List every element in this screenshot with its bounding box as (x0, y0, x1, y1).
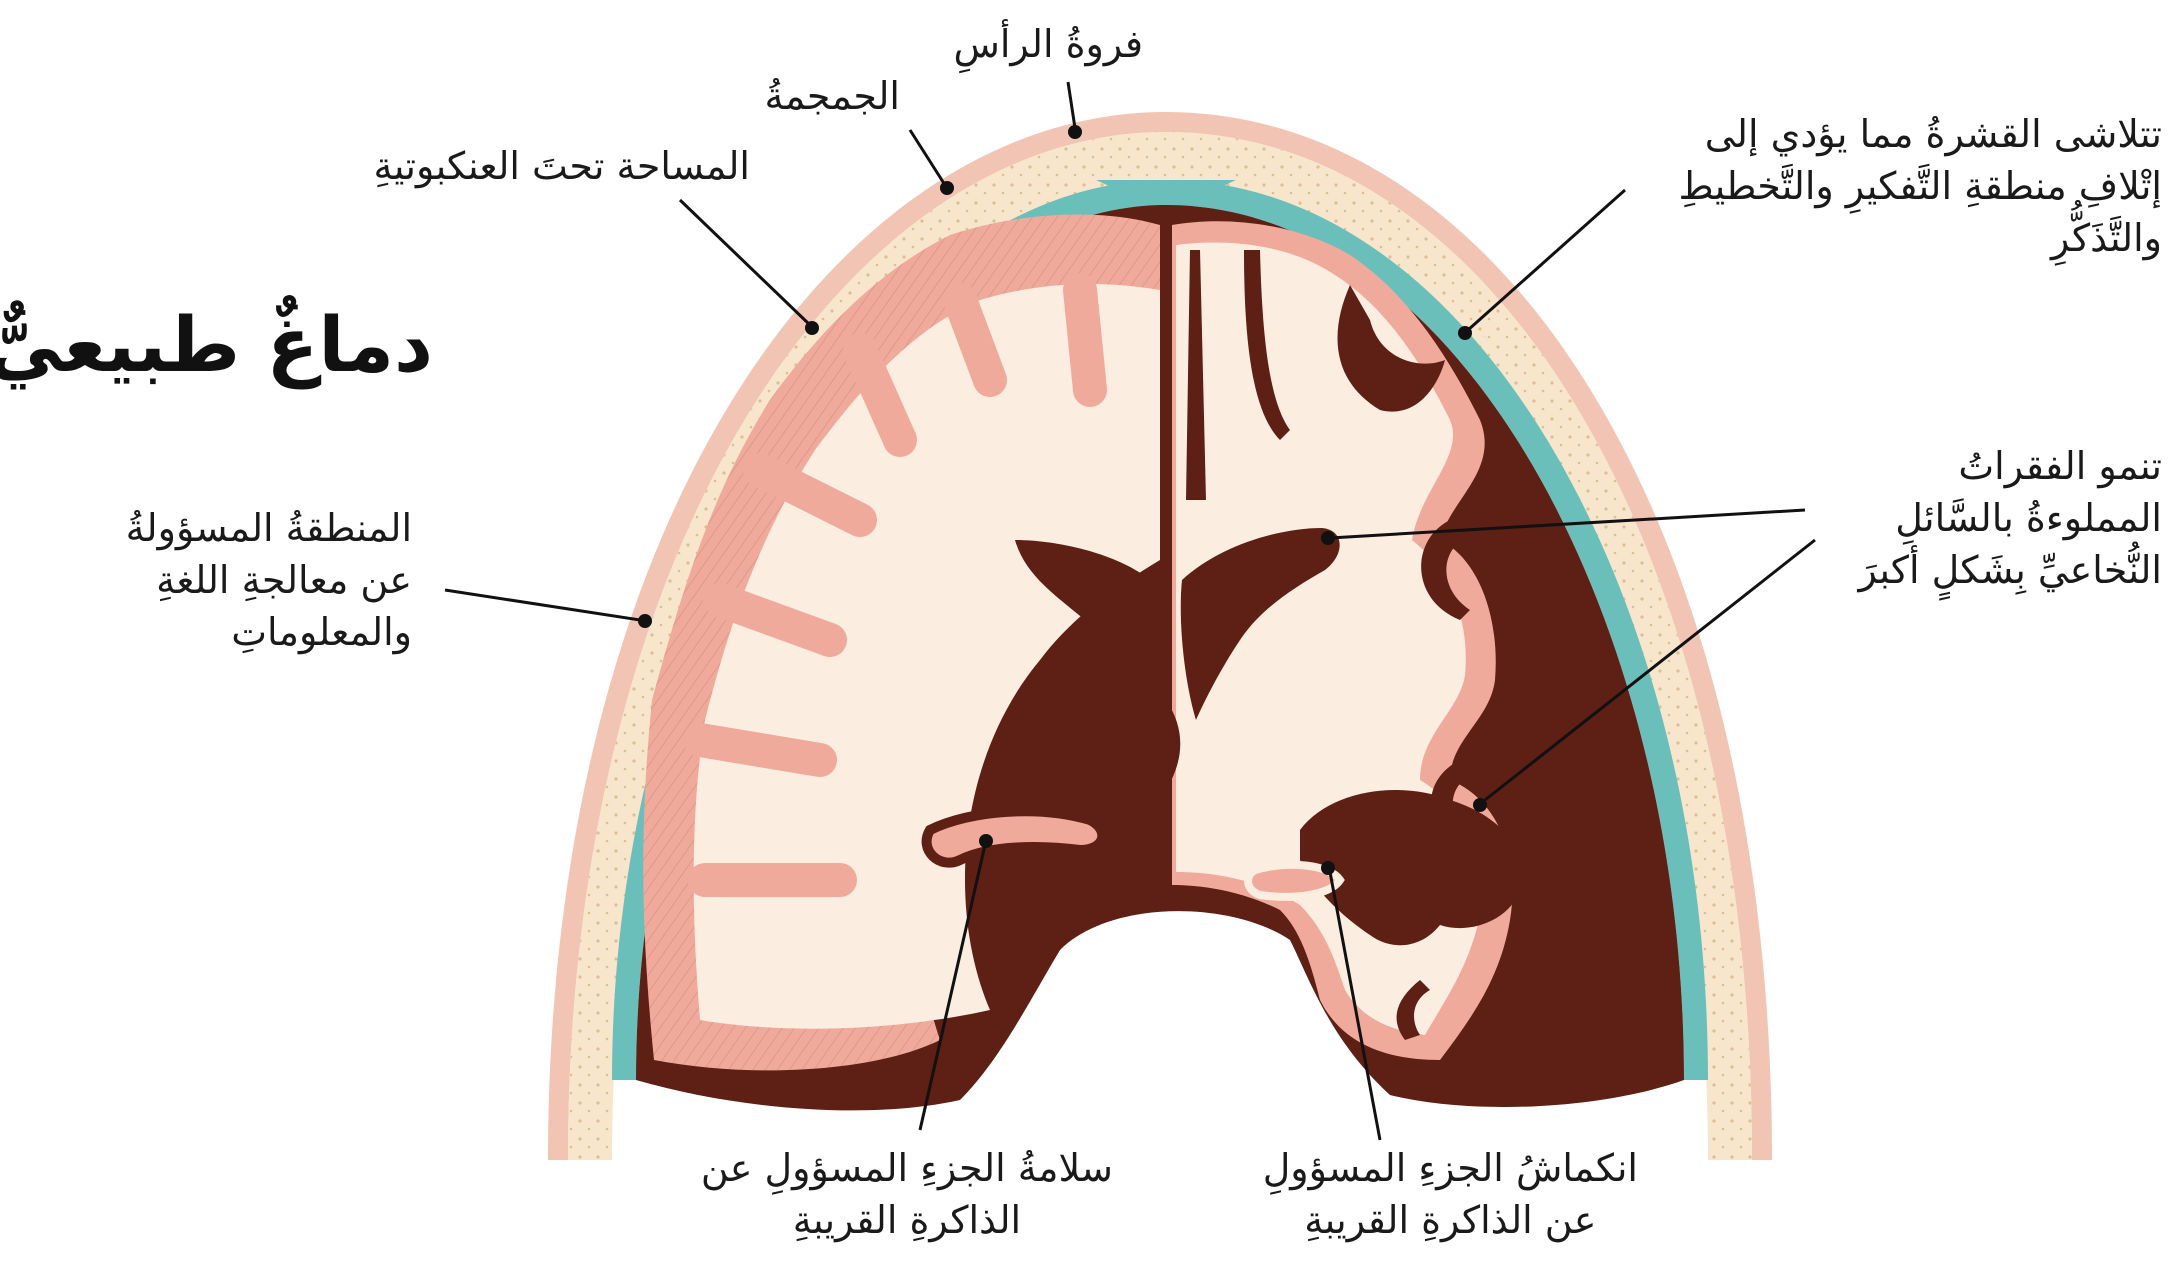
leader-skull (910, 130, 945, 185)
leader-scalp (1068, 82, 1075, 128)
leader-dot-cortex (1458, 326, 1472, 340)
label-ventricles-line-1: تنمو الفقراتُ (1858, 440, 2162, 492)
leader-subarachnoid (680, 200, 810, 325)
leader-dot-skull (940, 181, 954, 195)
leader-dot-memory-shrunk (1321, 861, 1335, 875)
label-memory-shrunk-line-2: عن الذاكرةِ القريبةِ (1263, 1194, 1638, 1246)
label-language-line-1: المنطقةُ المسؤولةُ (126, 502, 412, 554)
leader-cortex (1468, 190, 1625, 330)
label-cortex: تتلاشى القشرةُ مما يؤدي إلى إتْلافِ منطق… (1679, 108, 2162, 264)
label-language-line-3: والمعلوماتِ (126, 606, 412, 658)
label-skull: الجمجمةُ (764, 70, 900, 122)
leader-dot-scalp (1068, 125, 1082, 139)
label-subarachnoid: المساحة تحتَ العنكبوتيةِ (374, 140, 750, 192)
label-memory-healthy-line-2: الذاكرةِ القريبةِ (701, 1194, 1113, 1246)
label-cortex-line-2: إتْلافِ منطقةِ التَّفكيرِ والتَّخطيطِ (1679, 160, 2162, 212)
label-memory-healthy-line-1: سلامةُ الجزءِ المسؤولِ عن (701, 1142, 1113, 1194)
page-title: دماغٌ طبيعيٌّ (0, 300, 433, 389)
label-memory-shrunk: انكماشُ الجزءِ المسؤولِ عن الذاكرةِ القر… (1263, 1142, 1638, 1246)
leader-language (445, 590, 640, 620)
label-language-line-2: عن معالجةِ اللغةِ (126, 554, 412, 606)
label-memory-healthy: سلامةُ الجزءِ المسؤولِ عن الذاكرةِ القري… (701, 1142, 1113, 1246)
label-scalp: فروةُ الرأسِ (953, 18, 1143, 70)
leader-dot-language (638, 614, 652, 628)
leader-dot-ventricles-2 (1473, 798, 1487, 812)
leader-dot-subarachnoid (805, 321, 819, 335)
label-memory-shrunk-line-1: انكماشُ الجزءِ المسؤولِ (1263, 1142, 1638, 1194)
label-ventricles-line-3: النُّخاعيِّ بِشَكلٍ أكبرَ (1858, 544, 2162, 596)
label-ventricles-line-2: المملوءةُ بالسَّائلِ (1858, 492, 2162, 544)
label-cortex-line-1: تتلاشى القشرةُ مما يؤدي إلى (1679, 108, 2162, 160)
label-ventricles: تنمو الفقراتُ المملوءةُ بالسَّائلِ النُّ… (1858, 440, 2162, 596)
leader-dot-ventricles (1321, 531, 1335, 545)
label-cortex-line-3: والتَّذَكُّرِ (1679, 212, 2162, 264)
label-language: المنطقةُ المسؤولةُ عن معالجةِ اللغةِ وال… (126, 502, 412, 658)
leader-dot-memory-healthy (979, 834, 993, 848)
